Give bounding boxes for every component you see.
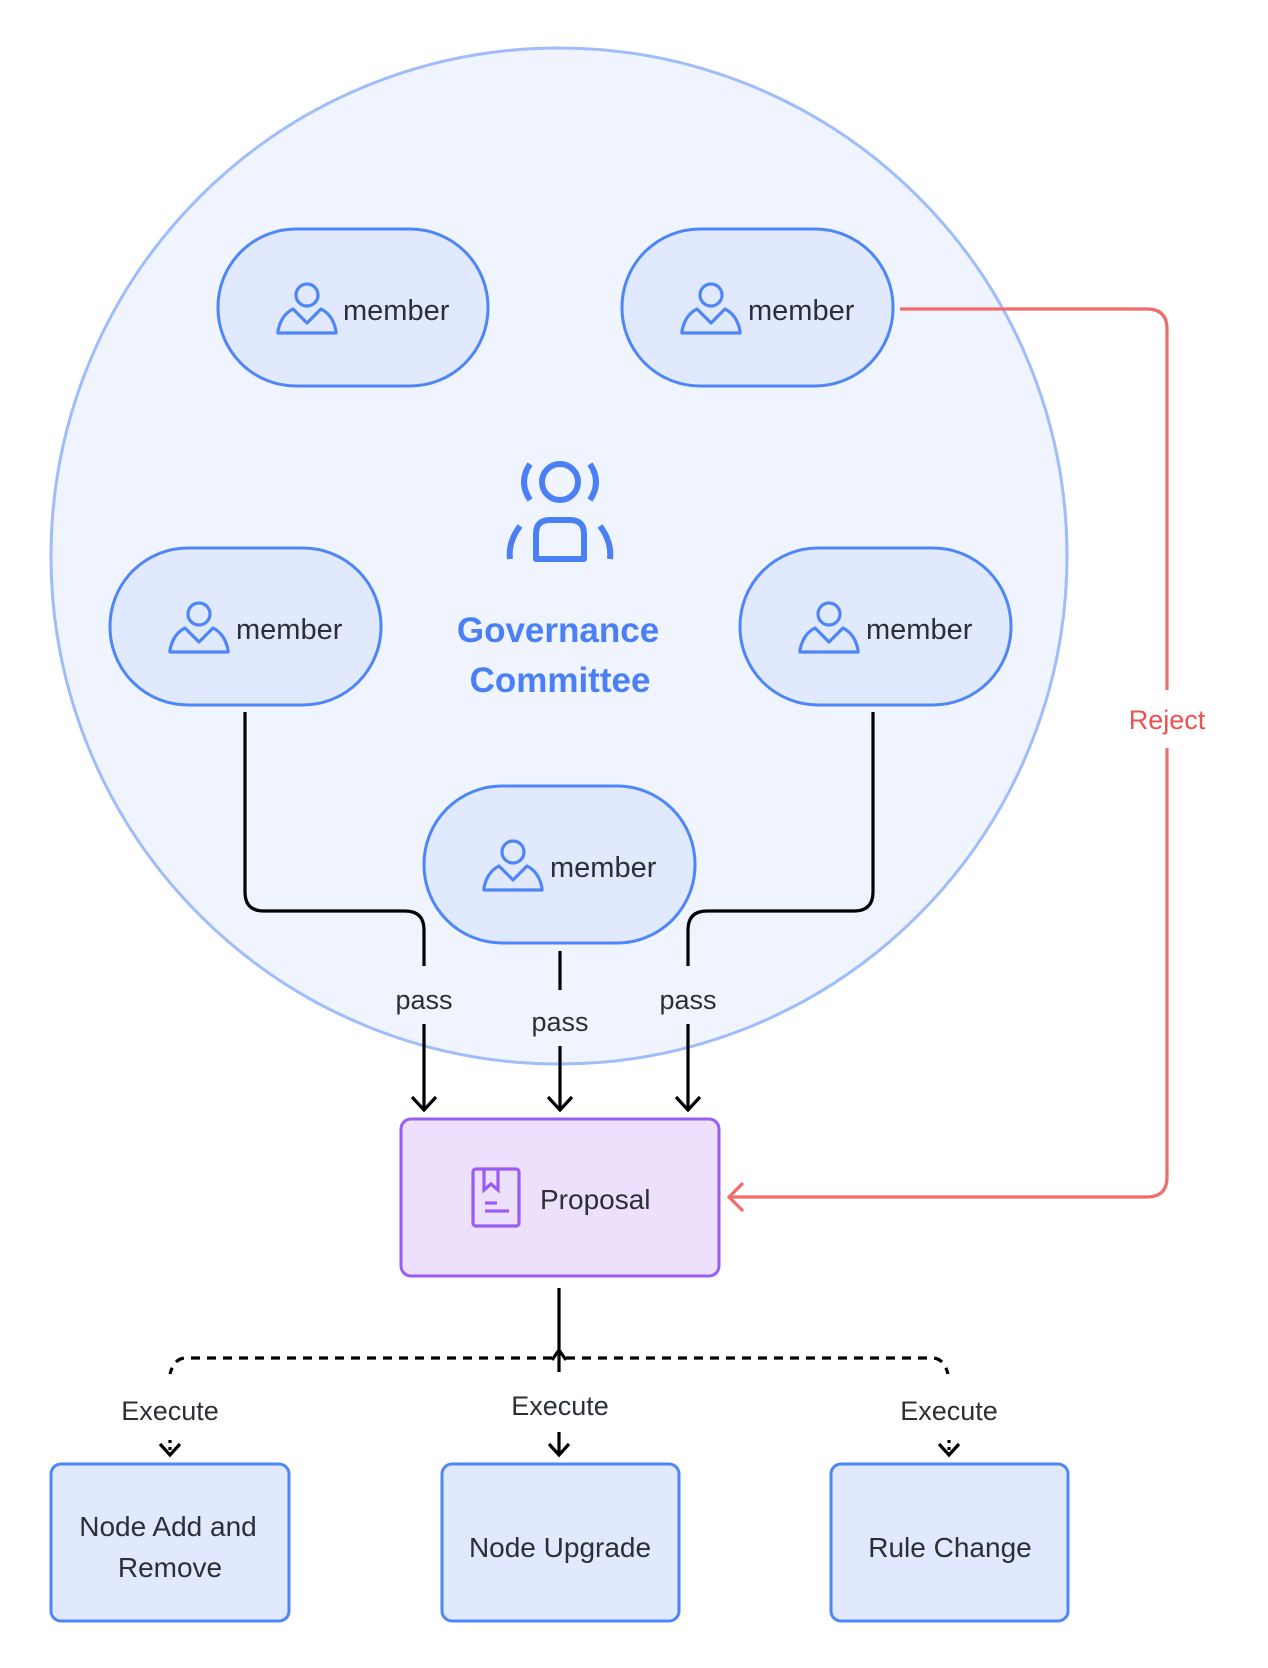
proposal-node[interactable]: Proposal <box>399 1117 721 1278</box>
member-label: member <box>236 614 343 646</box>
member-node-middle-right[interactable]: member <box>738 546 1013 707</box>
pass-label-center: pass <box>531 1007 588 1037</box>
member-node-top-right[interactable]: member <box>620 227 895 388</box>
execute-label-left: Execute <box>121 1396 219 1426</box>
execute-label-right: Execute <box>900 1396 998 1426</box>
member-label: member <box>748 295 855 327</box>
pass-edge-left <box>243 712 438 1113</box>
pass-edge-right <box>674 712 875 1113</box>
reject-edge <box>726 307 1169 1213</box>
execute-label-center: Execute <box>511 1391 609 1421</box>
outcome-rule-change[interactable]: Rule Change <box>829 1462 1070 1623</box>
member-label: member <box>343 295 450 327</box>
committee-title-line1: Governance <box>457 611 659 650</box>
reject-label: Reject <box>1129 705 1206 735</box>
member-node-top-left[interactable]: member <box>216 227 490 388</box>
committee-title-line2: Committee <box>470 661 651 700</box>
member-node-bottom-center[interactable]: member <box>422 784 697 945</box>
proposal-label: Proposal <box>540 1184 651 1215</box>
committee-broadcast-user-icon <box>506 461 614 562</box>
pass-label-right: pass <box>659 985 716 1015</box>
execute-edge-center <box>547 1347 571 1458</box>
outcome-node-upgrade[interactable]: Node Upgrade <box>440 1462 681 1623</box>
outcome-label-line2: Remove <box>118 1552 222 1583</box>
document-bookmark-icon <box>471 1167 521 1228</box>
member-label: member <box>866 614 973 646</box>
pass-label-left: pass <box>395 985 452 1015</box>
outcome-label: Node Upgrade <box>469 1532 651 1563</box>
outcome-node-add-remove[interactable]: Node Add and Remove <box>49 1462 291 1623</box>
execute-edge-right <box>566 1356 961 1458</box>
outcome-label: Rule Change <box>868 1532 1031 1563</box>
outcome-label-line1: Node Add and <box>79 1511 257 1542</box>
member-label: member <box>550 852 657 884</box>
member-node-middle-left[interactable]: member <box>108 546 383 707</box>
execute-edge-left <box>158 1356 552 1458</box>
pass-edge-center <box>546 951 574 1113</box>
